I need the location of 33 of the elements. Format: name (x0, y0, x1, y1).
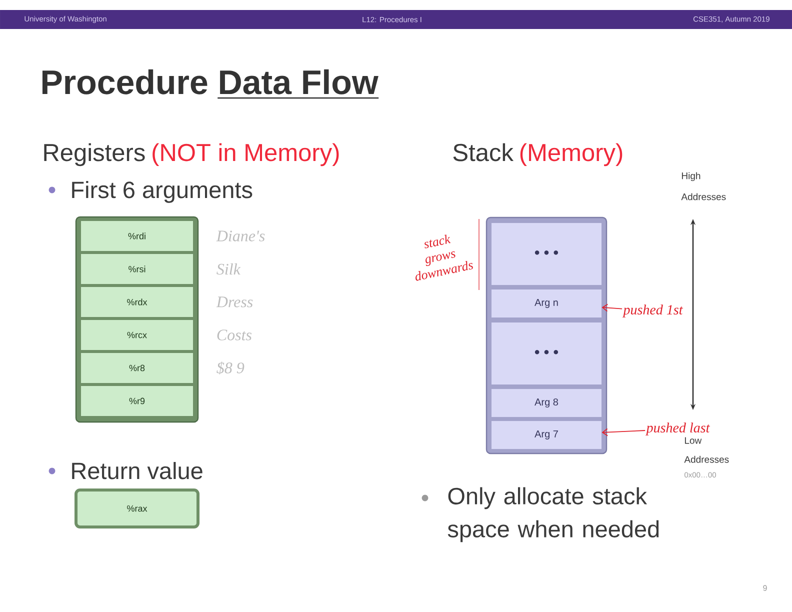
mnemonic-note: Dress (216, 296, 253, 308)
address-label: Low Addresses (684, 437, 729, 463)
handwritten-note: pushed last (646, 422, 710, 436)
handwritten-note: stack grows downwards (416, 234, 473, 281)
slide-title: Procedure Data Flow (42, 69, 379, 99)
mnemonic-note: Costs (217, 330, 252, 340)
bullet-text: First 6 arguments (72, 180, 252, 203)
stack-slot: • • • (492, 223, 602, 285)
page-number: 9 (763, 585, 767, 591)
handwritten-note: pushed 1st (622, 304, 684, 318)
stack-slot: Arg n (492, 290, 602, 318)
stack-slot: • • • (492, 322, 602, 384)
stack-slot: Arg 8 (492, 389, 602, 417)
register-cell: %r8 (81, 353, 193, 383)
stack-slot: Arg 7 (492, 421, 602, 449)
mnemonic-note: $8 9 (216, 362, 244, 374)
section-heading: Registers (44, 143, 145, 166)
bullet-text: Return value (72, 462, 202, 480)
register-cell: %rcx (81, 320, 193, 350)
bullet-text: Only allocate stack space when needed (448, 487, 659, 542)
register-cell: %rdx (81, 287, 193, 317)
register-cell: %rsi (81, 254, 193, 284)
register-cell: %rdi (81, 221, 193, 251)
register-cell: %rax (74, 488, 200, 528)
register-cell: %r9 (81, 386, 193, 416)
section-heading: Stack (453, 143, 514, 162)
section-heading: (Memory) (520, 143, 622, 166)
arrow (602, 428, 646, 436)
address-label: High Addresses (681, 172, 726, 200)
arrow (602, 304, 622, 312)
mnemonic-note: Silk (216, 263, 241, 275)
mnemonic-note: Diane's (216, 230, 265, 242)
section-heading: (NOT in Memory) (152, 143, 339, 166)
